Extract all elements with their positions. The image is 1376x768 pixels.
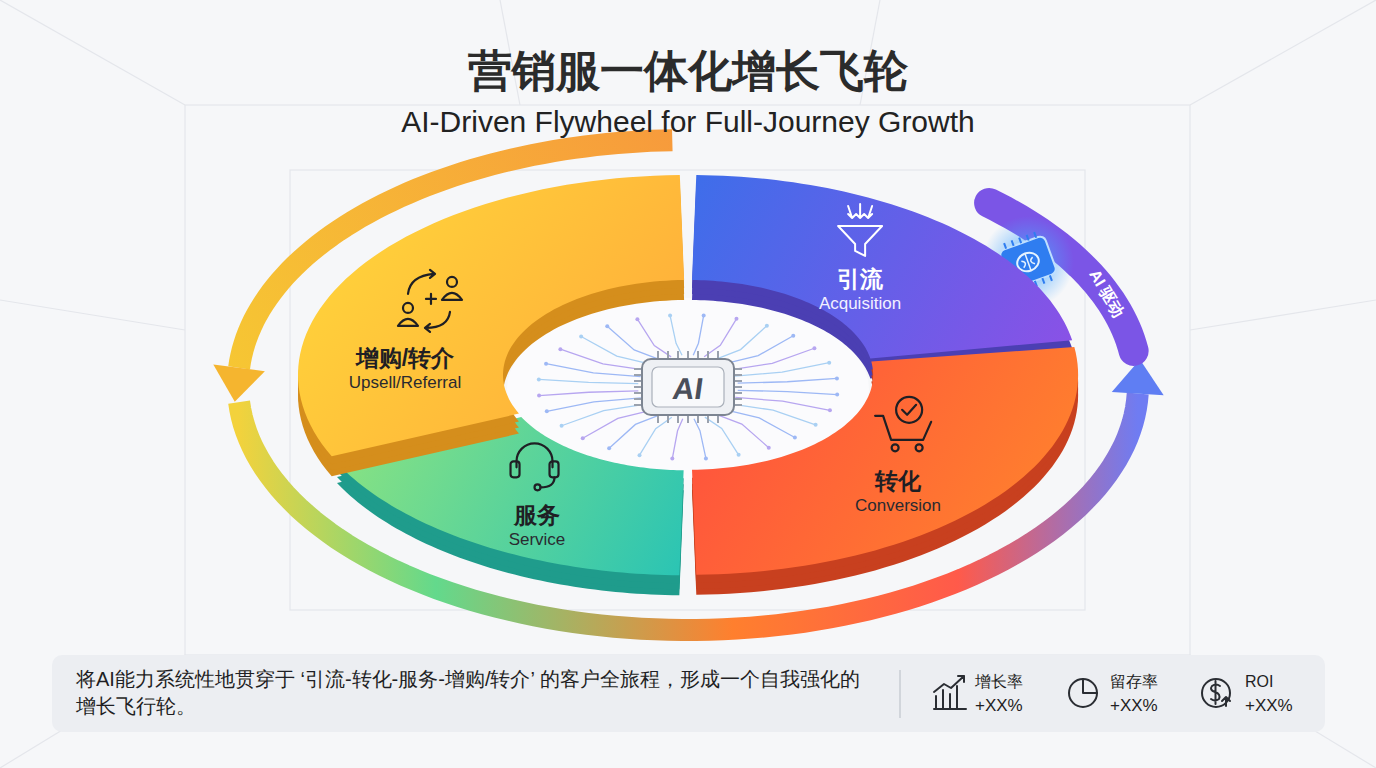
stage-name: 服务	[509, 502, 566, 530]
circuit-trace	[705, 417, 739, 455]
chip-label: AI	[671, 372, 706, 406]
circuit-dot	[537, 394, 541, 398]
cart-icon	[875, 397, 931, 451]
bottom-panel	[52, 655, 1325, 732]
circuit-dot	[544, 362, 548, 366]
stage-name-en: Acquisition	[819, 294, 901, 314]
divider	[899, 670, 901, 718]
funnel-icon	[838, 204, 882, 256]
flywheel-arrows	[213, 140, 1163, 630]
circuit-dot	[560, 424, 564, 428]
segment-face	[298, 175, 684, 456]
people-icon	[398, 270, 462, 332]
circuit-dot	[737, 453, 741, 457]
circuit-trace	[693, 315, 703, 355]
stage-name-en: Service	[509, 530, 566, 550]
circuit-dot	[670, 457, 674, 461]
circuit-trace	[546, 364, 641, 377]
circuit-dot	[793, 436, 797, 440]
circuit-trace	[581, 336, 652, 364]
circuit-dot	[812, 346, 816, 350]
circuit-dot	[635, 317, 639, 321]
circuit-dot	[579, 334, 583, 338]
circuit-dot	[835, 376, 839, 380]
ring-segment: 转化Conversion	[690, 345, 1080, 597]
circuit-dot	[828, 408, 832, 412]
circuit-dot	[545, 409, 549, 413]
circuit-trace	[730, 348, 814, 370]
ring-segment: 增购/转介Upsell/Referral	[296, 173, 686, 478]
circuit-trace	[670, 316, 682, 356]
stage-name-en: Conversion	[855, 496, 941, 516]
circuit-dot	[605, 324, 609, 328]
circuit-dot	[704, 456, 708, 460]
headset-icon	[511, 443, 559, 490]
stage-name-en: Upsell/Referral	[349, 373, 461, 393]
circuit-dot	[702, 313, 706, 317]
circuit-dot	[814, 423, 818, 427]
circuit-trace	[547, 398, 641, 411]
ring-segment: 引流Acquisition	[690, 173, 1074, 380]
caption: 将AI能力系统性地贯穿于 ‘引流-转化-服务-增购/转介’ 的客户全旅程，形成一…	[76, 666, 866, 720]
metric-name: ROI	[1245, 673, 1273, 691]
stage-name: 增购/转介	[349, 345, 461, 373]
circuit-trace	[694, 419, 706, 459]
circuit-dot	[558, 347, 562, 351]
circuit-dot	[734, 317, 738, 321]
circuit-trace	[539, 379, 638, 383]
circuit-dot	[791, 334, 795, 338]
circuit-dot	[668, 314, 672, 318]
stage-name: 转化	[855, 468, 941, 496]
circuit-dot	[537, 377, 541, 381]
metric-name: 留存率	[1110, 672, 1158, 693]
circuit-dot	[638, 453, 642, 457]
segment-face	[692, 347, 1078, 575]
circuit-trace	[724, 409, 795, 437]
circuit-trace	[672, 419, 682, 459]
subtitle: AI-Driven Flywheel for Full-Journey Grow…	[401, 105, 975, 139]
metric-value: +XX%	[1110, 696, 1158, 716]
circuit-dot	[767, 446, 771, 450]
circuit-trace	[640, 417, 672, 455]
circuit-trace	[539, 391, 638, 396]
segment-shape	[296, 173, 686, 478]
ai-chip	[634, 351, 742, 423]
circuit-trace	[738, 378, 837, 383]
circuit-trace	[704, 319, 736, 357]
circuit-dot	[827, 361, 831, 365]
circuit-dot	[835, 393, 839, 397]
circuit-dot	[765, 324, 769, 328]
circuit-dot	[581, 436, 585, 440]
circuit-trace	[738, 390, 837, 394]
stage-name: 引流	[819, 266, 901, 294]
segment-face	[692, 175, 1072, 358]
arrow-head	[213, 365, 265, 402]
title: 营销服一体化增长飞轮	[468, 42, 908, 101]
circuit-trace	[735, 397, 830, 410]
circuit-trace	[562, 404, 646, 426]
circuit-trace	[735, 363, 829, 376]
circuit-trace	[637, 319, 671, 357]
metric-name: 增长率	[975, 672, 1023, 693]
circuit-dot	[607, 446, 611, 450]
metric-value: +XX%	[975, 696, 1023, 716]
metric-value: +XX%	[1245, 696, 1293, 716]
